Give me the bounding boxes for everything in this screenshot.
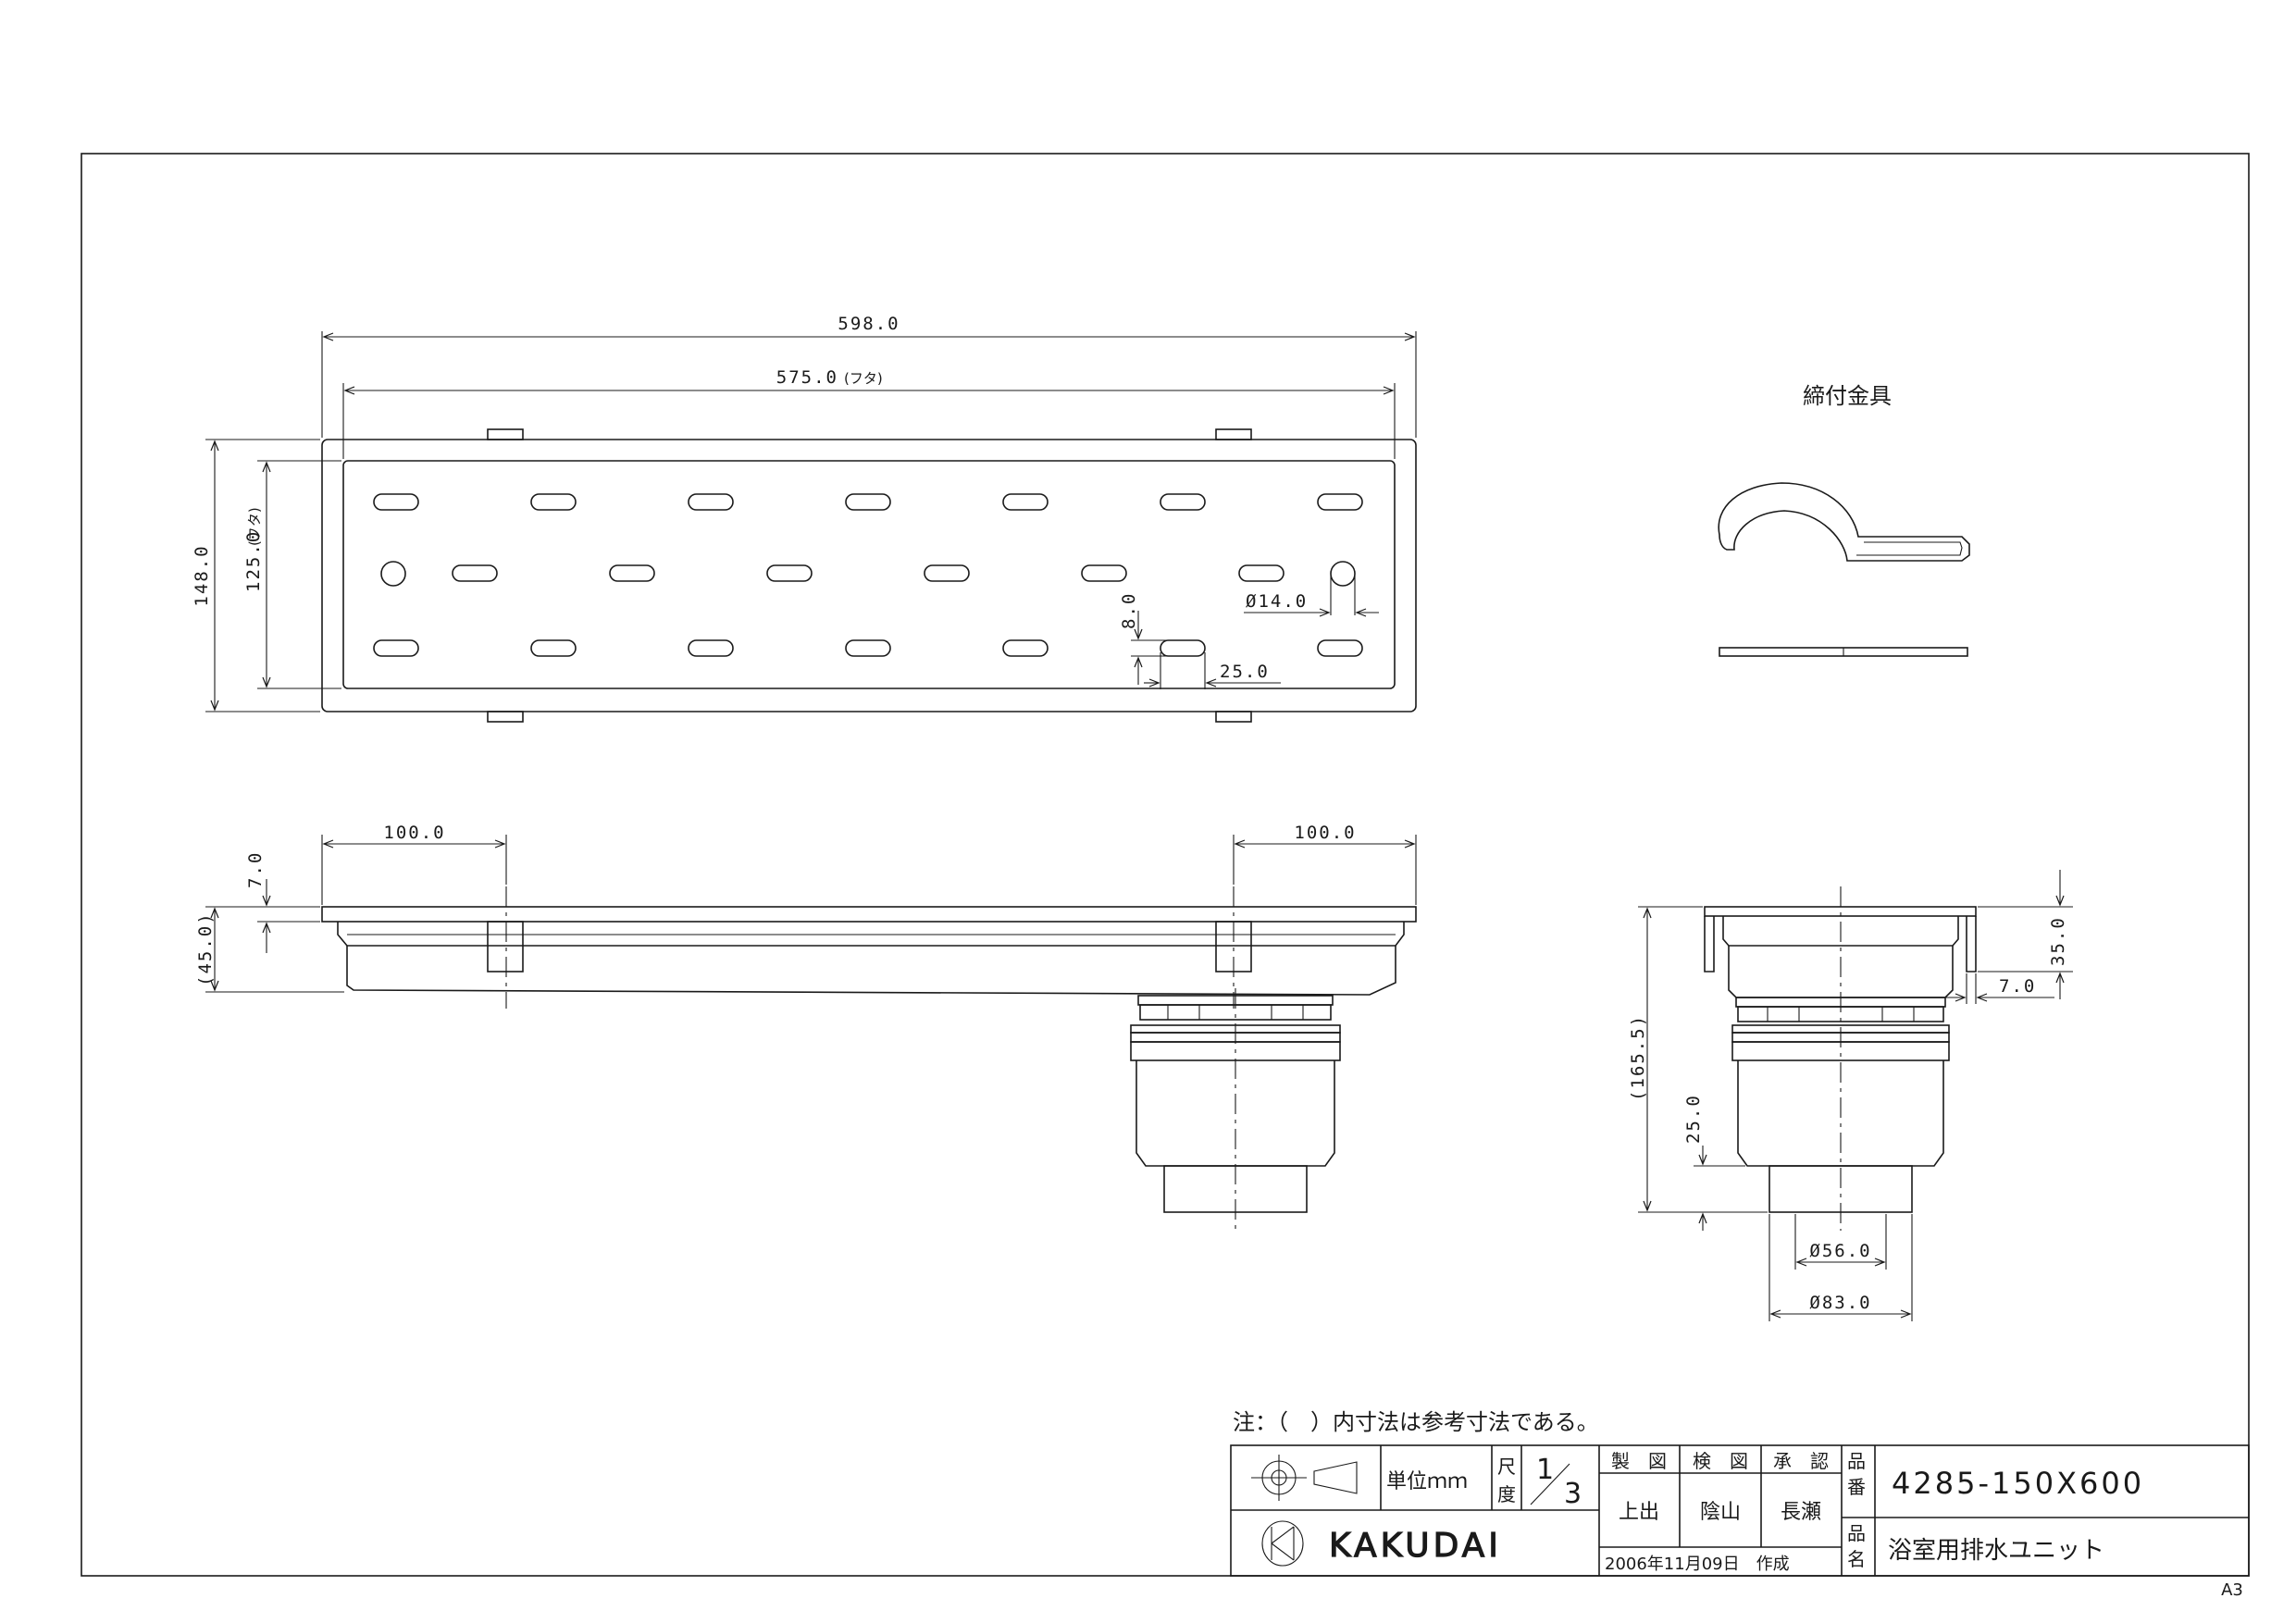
- dim-side-flange: 7.0: [1999, 976, 2036, 997]
- part-number: 4285-150X600: [1892, 1466, 2144, 1501]
- company-name: KAKUDAI: [1329, 1527, 1502, 1565]
- approved-label: 承 認: [1773, 1450, 1829, 1472]
- tab-top-left: [487, 428, 524, 440]
- front-view: 100.0 100.0 7.0 (45.0): [195, 823, 1417, 1231]
- part-no-label-top: 品: [1847, 1450, 1866, 1472]
- dim-outlet-outer-diameter: Ø83.0: [1809, 1293, 1871, 1313]
- plan-outer-frame: [321, 439, 1417, 712]
- dim-total-height: (165.5): [1628, 1014, 1648, 1101]
- checked-label: 検 図: [1693, 1450, 1748, 1472]
- dim-side-depth: 35.0: [2048, 916, 2068, 966]
- front-rim: [337, 922, 1405, 947]
- clamp-hook-outline: [1718, 482, 1970, 562]
- projection-symbol-icon: [1251, 1455, 1358, 1501]
- reference-note: 注：（ ）内寸法は参考寸法である。: [1233, 1409, 1599, 1435]
- part-name: 浴室用排水ユニット: [1888, 1537, 2104, 1565]
- drawn-label: 製 図: [1611, 1450, 1667, 1472]
- front-flange: [321, 906, 1417, 923]
- front-outlet: [1130, 988, 1341, 1231]
- scale-numerator: 1: [1536, 1454, 1554, 1486]
- plan-lid: [342, 460, 1396, 689]
- scale-label-top: 尺: [1497, 1456, 1516, 1478]
- side-body-top: [1722, 916, 1959, 947]
- checked-by: 陰山: [1700, 1501, 1741, 1524]
- drawn-by: 上出: [1619, 1501, 1659, 1524]
- dim-end-offset-left: 100.0: [383, 823, 445, 843]
- part-no-label-bottom: 番: [1847, 1476, 1866, 1498]
- side-view: (165.5) 25.0 35.0 7.0 Ø56.0 Ø83.0: [1628, 870, 2073, 1321]
- tab-bottom-left: [487, 711, 524, 723]
- dim-slot-height: 8.0: [1119, 592, 1139, 629]
- sheet-size: A3: [2221, 1580, 2243, 1600]
- tab-top-right: [1215, 428, 1252, 440]
- dim-outlet-inner-diameter: Ø56.0: [1809, 1241, 1871, 1261]
- approved-by: 長瀬: [1781, 1501, 1821, 1524]
- dim-lid-length-suffix: (フタ): [844, 370, 883, 387]
- front-body: [346, 946, 1396, 996]
- dim-hole-diameter: Ø14.0: [1246, 591, 1308, 612]
- dim-overall-length: 598.0: [838, 314, 900, 334]
- dim-lid-width-suffix: (フタ): [246, 507, 263, 546]
- dim-overall-width: 148.0: [192, 544, 212, 606]
- lid-slots: [373, 493, 1363, 657]
- dim-slot-length: 25.0: [1220, 662, 1270, 682]
- unit-label: 単位ｍｍ: [1386, 1470, 1468, 1493]
- scale-denominator: 3: [1564, 1478, 1582, 1510]
- title-block: 単位ｍｍ 尺 度 1 3 製 図 検 図 承 認 上出 陰山 長瀬 2006年1…: [1230, 1444, 2250, 1577]
- dim-outlet-length: 25.0: [1683, 1094, 1704, 1144]
- clamp-fitting: 締付金具: [1718, 383, 1970, 657]
- fitting-label: 締付金具: [1803, 383, 1892, 409]
- drawing-date: 2006年11月09日 作成: [1605, 1555, 1790, 1574]
- scale-label-bottom: 度: [1497, 1483, 1516, 1505]
- company-logo: KAKUDAI: [1261, 1520, 1502, 1567]
- dim-lid-width: 125.0: [243, 530, 264, 592]
- plan-view: 598.0 575.0 (フタ) 148.0 125.0 (フタ) Ø14.0 …: [192, 314, 1417, 723]
- dim-end-offset-right: 100.0: [1294, 823, 1356, 843]
- tab-bottom-right: [1215, 711, 1252, 723]
- part-name-label-bottom: 名: [1847, 1548, 1866, 1570]
- dim-lid-length: 575.0: [776, 367, 838, 388]
- sheet-border: [81, 153, 2250, 1577]
- part-name-label-top: 品: [1847, 1522, 1866, 1544]
- dim-body-depth: (45.0): [195, 911, 216, 986]
- dim-flange-thickness: 7.0: [245, 851, 266, 888]
